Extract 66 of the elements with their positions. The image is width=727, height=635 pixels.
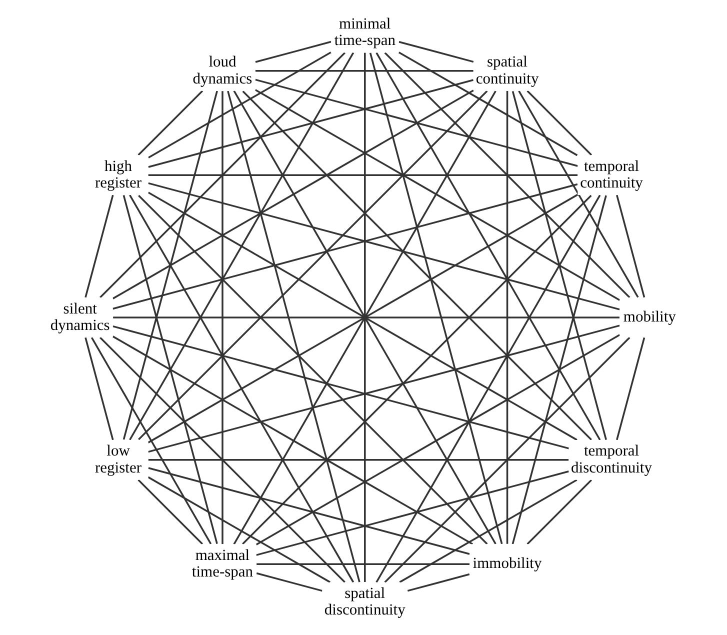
connector — [398, 41, 474, 63]
node-text: immobility — [472, 555, 542, 572]
connector — [222, 91, 224, 544]
connector — [506, 90, 508, 544]
connector — [122, 195, 218, 544]
connector — [138, 90, 488, 440]
connector — [112, 90, 474, 300]
node-text: temporal discontinuity — [571, 442, 652, 476]
connector — [512, 91, 607, 440]
connector — [138, 479, 204, 545]
node-text: high register — [95, 158, 142, 192]
connector — [256, 572, 322, 592]
connector — [376, 52, 601, 440]
connector — [384, 336, 630, 583]
connector — [148, 324, 620, 453]
connector — [138, 90, 204, 156]
connector — [376, 194, 601, 583]
connector — [255, 40, 332, 63]
connector — [399, 479, 578, 583]
connector — [112, 325, 570, 450]
connector — [129, 52, 354, 440]
connector — [526, 479, 592, 545]
node-text: low register — [95, 442, 142, 476]
connector — [90, 337, 212, 544]
connector — [227, 90, 360, 582]
connector — [384, 52, 630, 298]
connector — [255, 70, 474, 72]
node-text: loud dynamics — [192, 54, 252, 88]
connector — [512, 195, 607, 544]
connector — [84, 337, 114, 440]
connector — [242, 194, 592, 545]
node-text: spatial continuity — [476, 54, 539, 88]
connector — [129, 194, 354, 583]
node-text: spatial discontinuity — [324, 585, 406, 619]
node-text: silent dynamics — [50, 300, 110, 334]
connector — [256, 470, 569, 556]
connector — [122, 90, 218, 440]
connector — [138, 194, 488, 545]
connector — [242, 90, 592, 440]
connector — [84, 194, 114, 298]
connector — [616, 194, 646, 298]
connector — [364, 52, 366, 582]
connector — [100, 336, 346, 583]
node-text: mobility — [623, 308, 676, 326]
connector — [254, 89, 620, 301]
connector — [256, 563, 470, 565]
connector — [112, 183, 578, 310]
connector — [518, 90, 639, 298]
connector — [148, 476, 331, 583]
connector — [616, 337, 646, 440]
connector — [148, 182, 620, 310]
node-text: minimal time-span — [334, 16, 396, 50]
connector — [148, 174, 578, 176]
node-text: maximal time-span — [192, 546, 254, 581]
connector — [148, 467, 470, 555]
connector — [407, 573, 470, 592]
connector — [148, 459, 569, 461]
node-text: temporal continuity — [580, 158, 643, 192]
connector — [255, 78, 578, 167]
connector — [526, 90, 592, 156]
connector — [112, 336, 474, 545]
connector — [148, 79, 474, 168]
connector — [256, 334, 620, 546]
connector — [369, 52, 503, 544]
connector — [100, 52, 346, 298]
connector — [113, 316, 620, 318]
